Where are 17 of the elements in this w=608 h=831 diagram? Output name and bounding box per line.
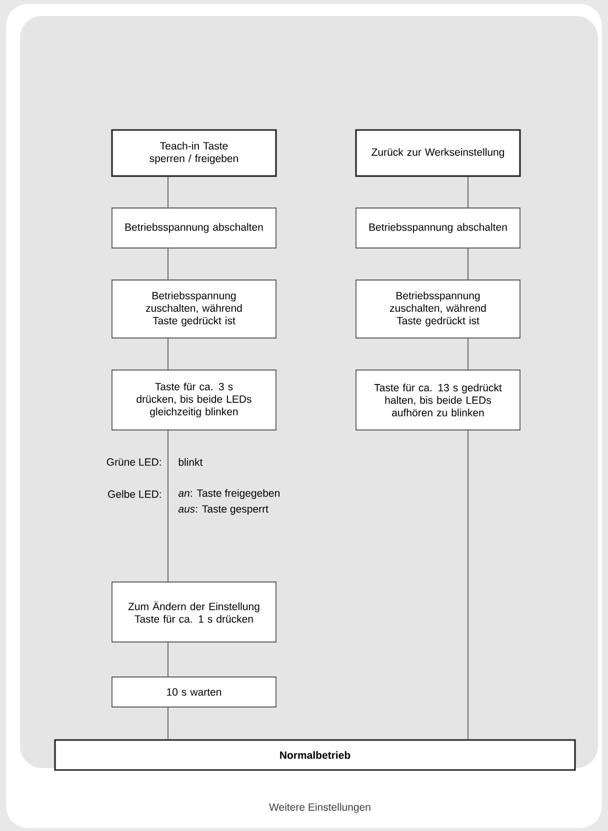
caption: Weitere Einstellungen <box>269 803 370 813</box>
process-box: Zurück zur Werkseinstellung <box>355 129 521 177</box>
process-box: Normalbetrieb <box>54 739 576 771</box>
led-status-text: an: Taste freigegeben <box>178 489 280 499</box>
led-status-text: blinkt <box>178 458 203 466</box>
led-status-text: Gelbe LED: <box>108 490 161 498</box>
process-box: Betriebsspannung zuschalten, während Taste gedrückt ist <box>112 280 276 338</box>
process-box: Taste für ca. 3 s drücken, bis beide LEDs gleichzeitig blinken <box>112 370 276 430</box>
process-box: Teach-in Taste sperren / freigeben <box>111 129 277 177</box>
process-box: Betriebsspannung zuschalten, während Taste gedrückt ist <box>356 280 520 338</box>
process-box: Zum Ändern der Einstellung Taste für ca. 1 s drücken <box>112 582 276 642</box>
led-status-text: Grüne LED: <box>106 458 161 466</box>
process-box: Betriebsspannung abschalten <box>356 208 520 248</box>
led-status-text: aus: Taste gesperrt <box>178 505 268 515</box>
process-box: Taste für ca. 13 s gedrückt halten, bis beide LEDs aufhören zu blinken <box>356 370 520 430</box>
process-box: Betriebsspannung abschalten <box>112 208 276 248</box>
process-box: 10 s warten <box>112 676 276 708</box>
